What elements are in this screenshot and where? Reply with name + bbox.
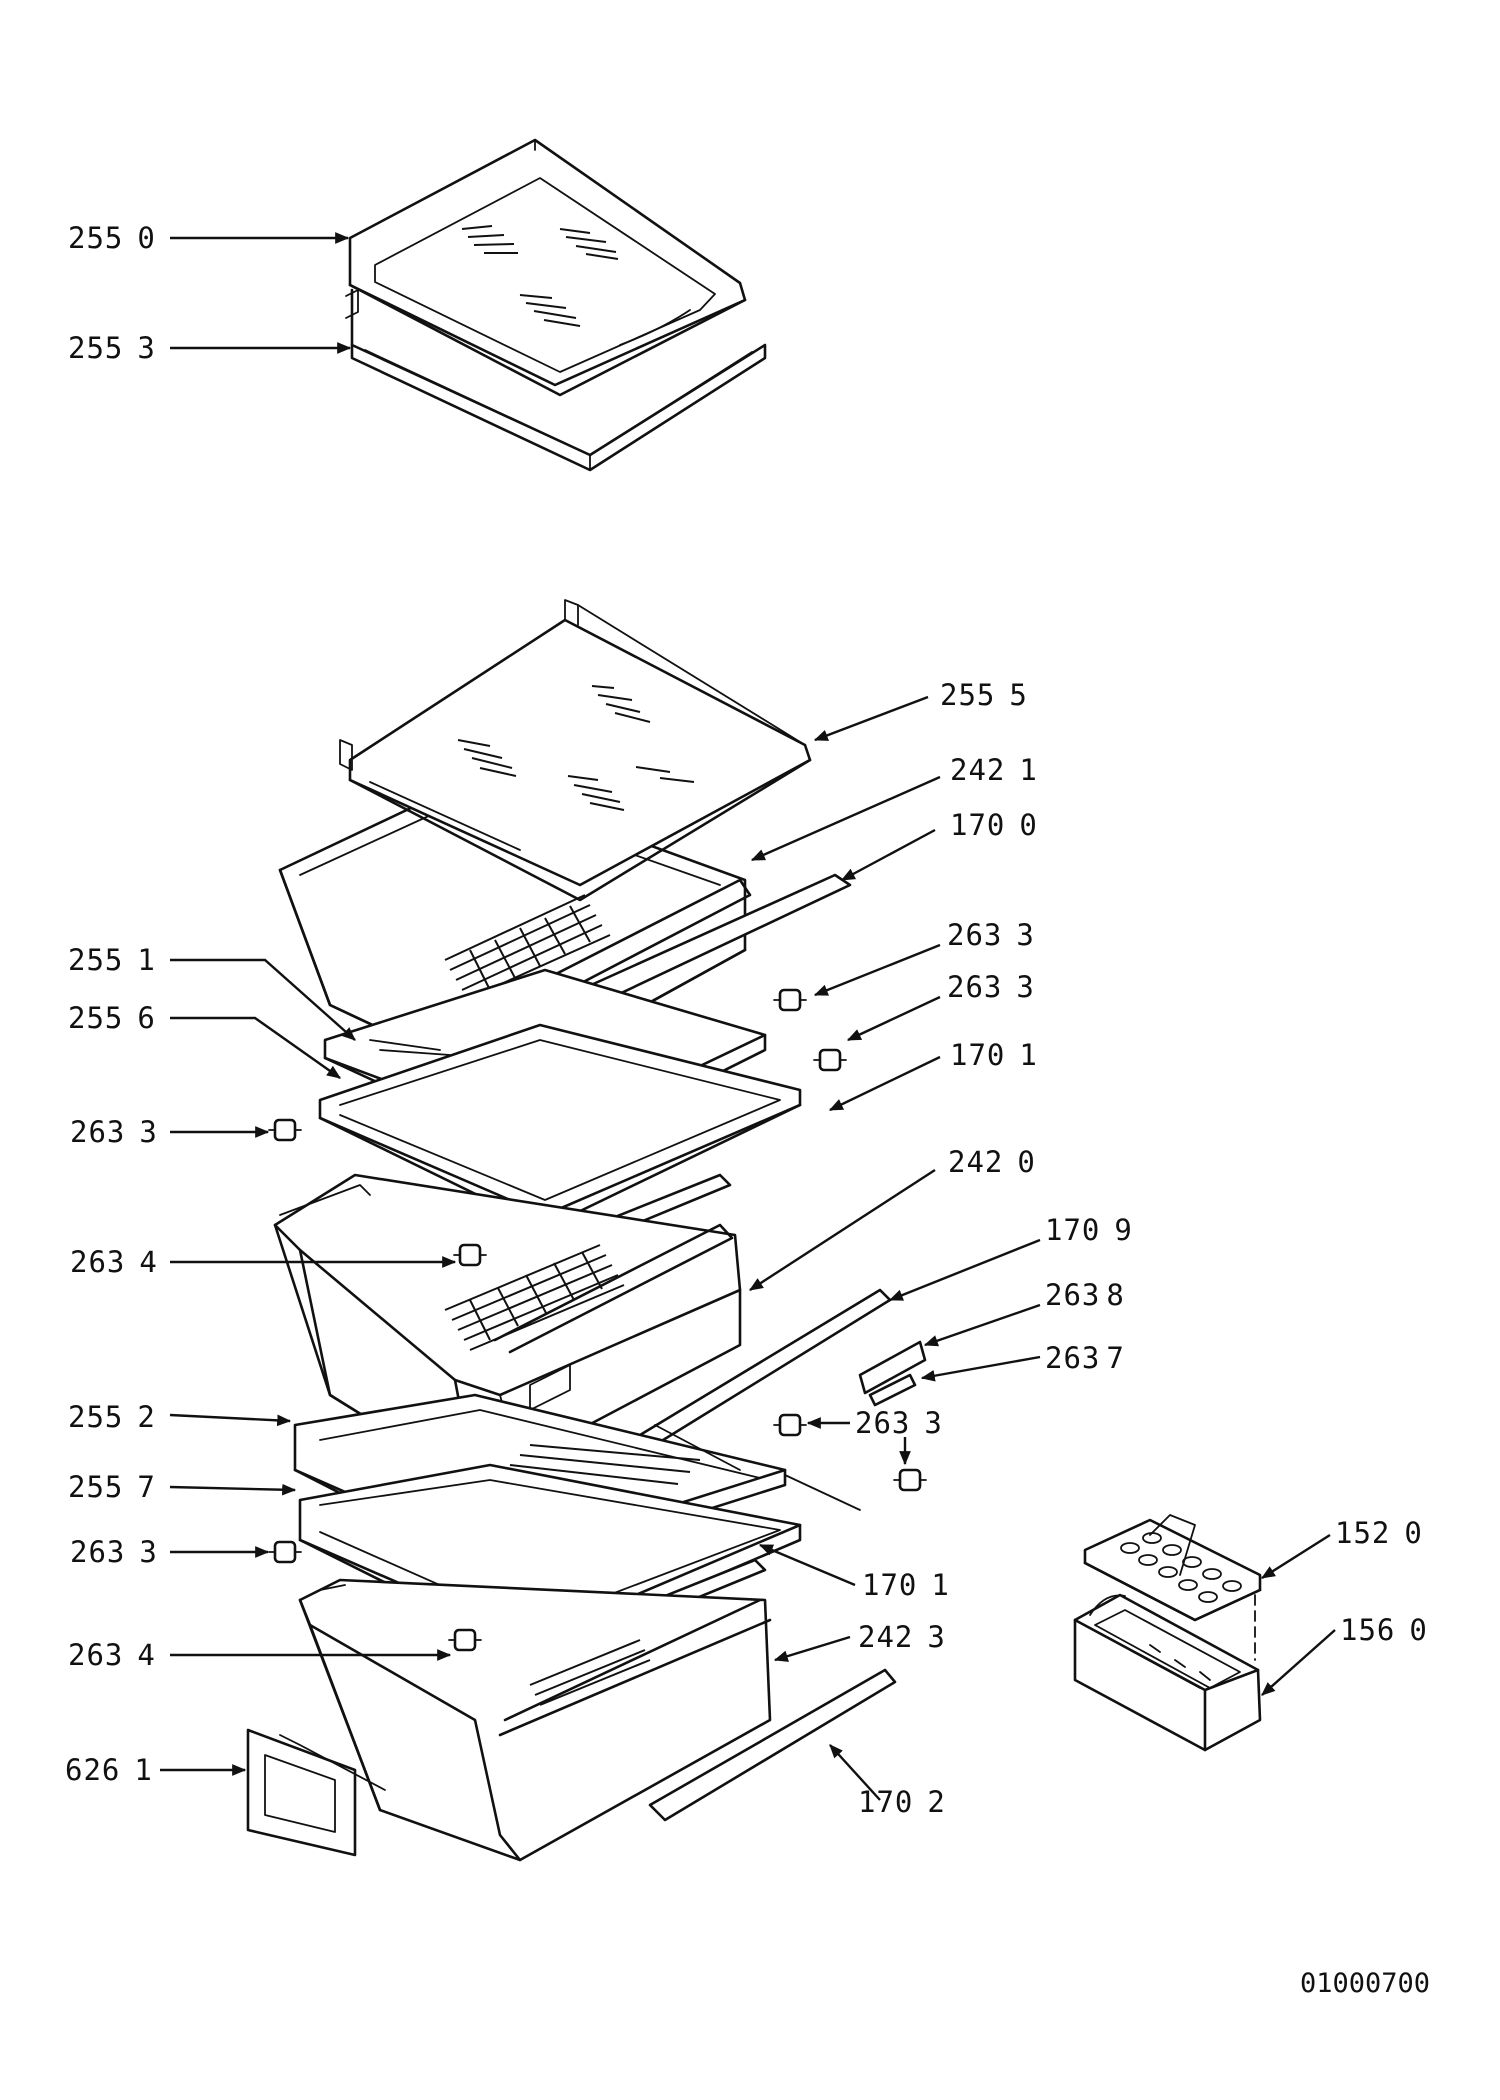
top-glass-shelf [345,138,767,472]
bottom-drawer [298,1578,897,1862]
crisper-cover-assembly [318,968,802,1249]
leader-lines [160,232,1336,1801]
main-crisper-drawer [273,1173,892,1491]
egg-tray [1083,1514,1262,1622]
mounting-clips [246,988,927,1857]
diagram-code: 01000700 [1300,1968,1430,1999]
dairy-bin [1073,1593,1262,1752]
middle-glass-shelf [339,599,812,902]
